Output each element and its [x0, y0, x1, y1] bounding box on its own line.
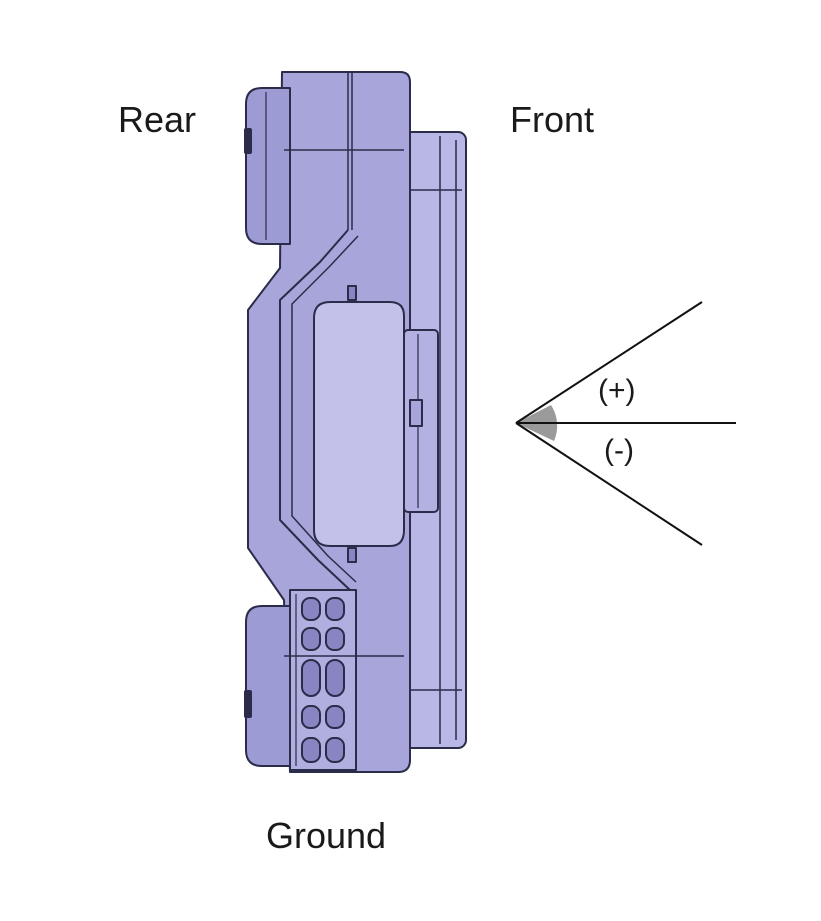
connector-window [313, 301, 405, 547]
positive-angle-line [515, 301, 703, 424]
rear-bottom-boss [245, 605, 291, 767]
positive-angle-label: (+) [598, 374, 636, 407]
ground-label: Ground [266, 815, 387, 856]
device-body [244, 71, 467, 773]
front-label: Front [510, 99, 595, 140]
ribbed-connector [289, 589, 357, 771]
rear-label: Rear [118, 99, 197, 140]
angle-indicator [515, 301, 736, 546]
negative-angle-line [515, 422, 703, 546]
rear-top-boss [245, 87, 291, 245]
negative-angle-label: (-) [604, 434, 634, 467]
